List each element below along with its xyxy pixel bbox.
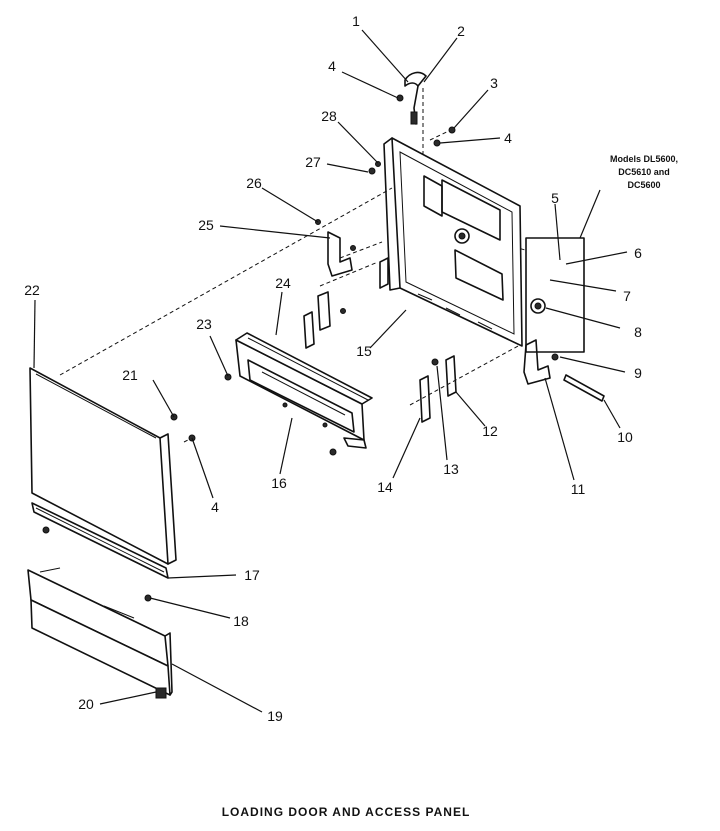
- door-outer-panel: [29, 367, 177, 565]
- callout-24: 24: [275, 275, 291, 291]
- callout-labels: 1 2 3 4 4 4 5 6 7 8 9 10 11 12 13 14 15 …: [24, 13, 642, 724]
- model-note-line-2: DC5610 and: [618, 167, 670, 177]
- callout-4-door: 4: [211, 499, 219, 515]
- callout-21: 21: [122, 367, 138, 383]
- inner-door-panel: [379, 137, 523, 347]
- callout-16: 16: [271, 475, 287, 491]
- callout-5: 5: [551, 190, 559, 206]
- lower-hinge-plates: [419, 355, 457, 423]
- callout-22: 22: [24, 282, 40, 298]
- callout-23: 23: [196, 316, 212, 332]
- latch-strike-pieces: [303, 291, 346, 349]
- door-handle-channel: [235, 332, 373, 449]
- callout-27: 27: [305, 154, 321, 170]
- model-note-line-1: Models DL5600,: [610, 154, 678, 164]
- callout-18: 18: [233, 613, 249, 629]
- model-note-line-3: DC5600: [627, 180, 660, 190]
- model-access-panel: [525, 237, 585, 353]
- callout-12: 12: [482, 423, 498, 439]
- callout-10: 10: [617, 429, 633, 445]
- callout-9: 9: [634, 365, 642, 381]
- callout-1: 1: [352, 13, 360, 29]
- callout-28: 28: [321, 108, 337, 124]
- callout-17: 17: [244, 567, 260, 583]
- callout-26: 26: [246, 175, 262, 191]
- callout-4-top: 4: [328, 58, 336, 74]
- leader-lines: [33, 29, 628, 713]
- lower-hinge-bracket: [523, 339, 551, 385]
- callout-11: 11: [571, 481, 586, 497]
- callout-15: 15: [356, 343, 372, 359]
- diagram-caption: LOADING DOOR AND ACCESS PANEL: [222, 805, 471, 819]
- callout-3: 3: [490, 75, 498, 91]
- callout-25: 25: [198, 217, 214, 233]
- hinge-pin-rod: [563, 374, 605, 402]
- callout-8: 8: [634, 324, 642, 340]
- callout-13: 13: [443, 461, 459, 477]
- model-note: Models DL5600, DC5610 and DC5600: [610, 154, 678, 190]
- callout-2: 2: [457, 23, 465, 39]
- door-switch-assembly: [396, 71, 427, 125]
- callout-20: 20: [78, 696, 94, 712]
- callout-19: 19: [267, 708, 283, 724]
- callout-14: 14: [377, 479, 393, 495]
- callout-7: 7: [623, 288, 631, 304]
- hinge-bracket-upper: [315, 219, 356, 277]
- access-panel: [27, 567, 173, 696]
- callout-4-right: 4: [504, 130, 512, 146]
- callout-6: 6: [634, 245, 642, 261]
